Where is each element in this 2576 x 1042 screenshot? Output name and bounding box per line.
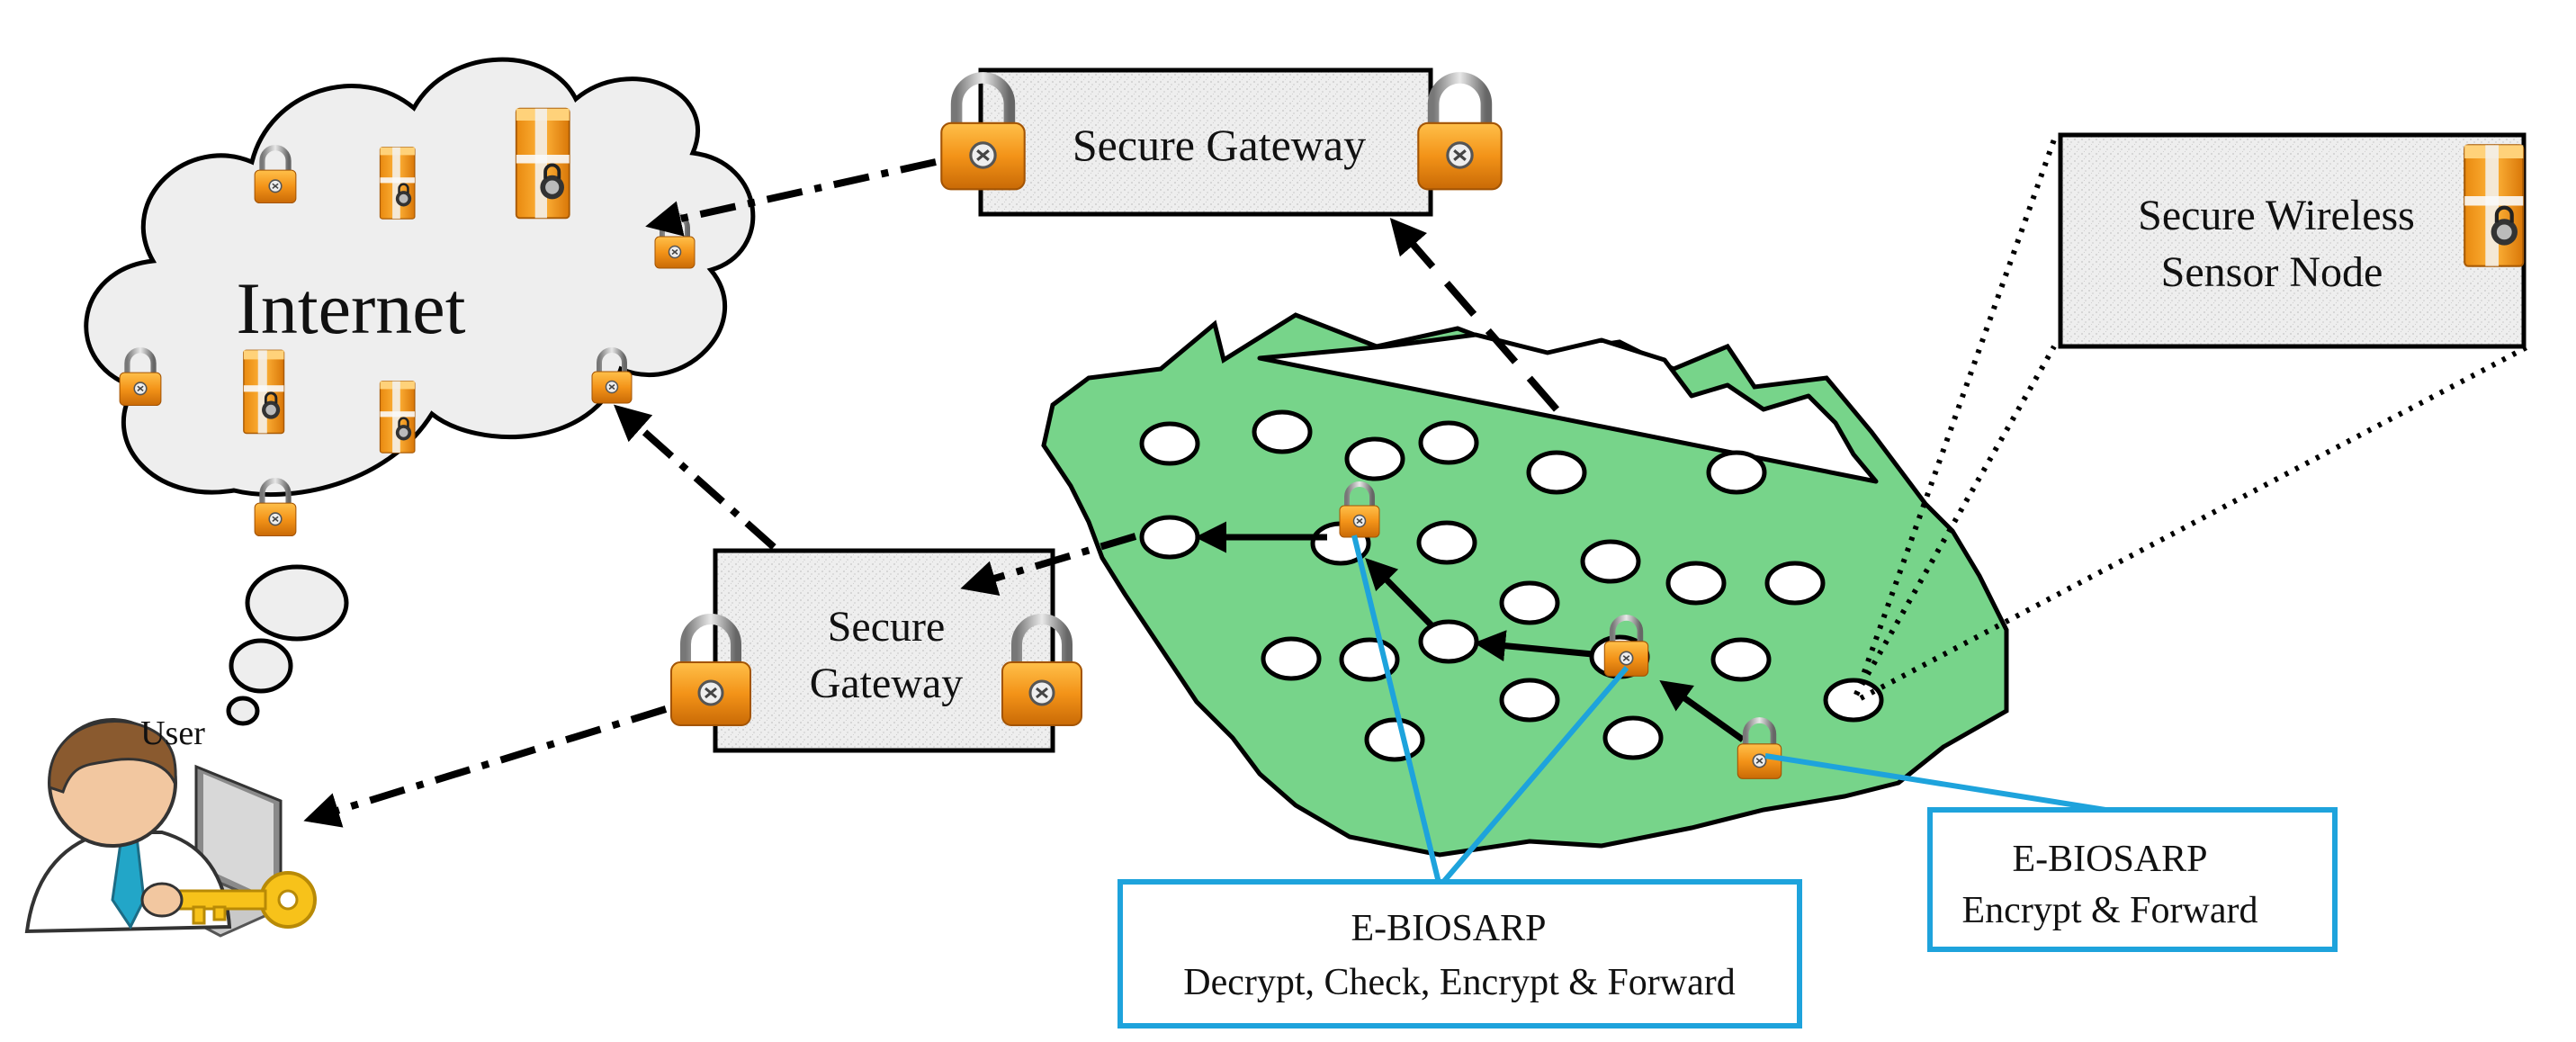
sensor-field-void	[1257, 332, 1879, 484]
sensor-callout-zoom-lines	[1853, 138, 2530, 701]
key-icon	[140, 871, 317, 929]
sensor-nodes	[1139, 409, 1884, 762]
sensor-node	[1706, 450, 1767, 495]
sensor-callout-line2: Sensor Node	[2161, 248, 2383, 296]
padlock-icon	[1418, 77, 1501, 189]
padlock-icon	[671, 619, 750, 725]
dashed-arrow-to-top-gateway	[1389, 217, 1560, 412]
user-label: User	[140, 714, 205, 752]
sensor-node	[1139, 421, 1200, 466]
server-lock-icon	[379, 380, 417, 454]
server-lock-icon	[514, 106, 571, 220]
sensor-node	[1602, 715, 1664, 760]
sensor-node	[1499, 678, 1560, 723]
sensor-node	[1823, 678, 1884, 723]
protocol-box-center: E-BIOSARP Decrypt, Check, Encrypt & Forw…	[1117, 879, 1802, 1029]
sensor-callout-line1: Secure Wireless	[2138, 192, 2415, 239]
sensor-node	[1665, 561, 1727, 606]
sensor-node	[1580, 539, 1641, 584]
sensor-node	[1252, 409, 1313, 454]
secure-gateway-left-line2: Gateway	[810, 660, 964, 707]
sensor-node	[1710, 637, 1772, 682]
sensor-node	[1344, 436, 1405, 481]
sensor-node	[1261, 636, 1322, 681]
internet-cloud: Internet	[84, 57, 756, 726]
protocol-box-right-line2: Encrypt & Forward	[1962, 890, 2258, 931]
sensor-node	[1139, 515, 1200, 560]
sensor-node	[1418, 420, 1479, 465]
secure-gateway-top: Secure Gateway	[978, 67, 1433, 217]
protocol-box-center-line2: Decrypt, Check, Encrypt & Forward	[1183, 962, 1736, 1003]
protocol-box-center-line1: E-BIOSARP	[1351, 908, 1546, 949]
secure-sensor-node-callout: Secure Wireless Sensor Node	[2058, 132, 2527, 349]
user-laptop-icon	[24, 718, 284, 938]
sensor-node	[1364, 717, 1425, 762]
sensor-node	[1526, 450, 1587, 495]
sensor-node	[1764, 561, 1826, 606]
sensor-node	[1416, 520, 1477, 565]
internet-label: Internet	[237, 267, 466, 349]
server-lock-icon	[379, 146, 417, 220]
secure-gateway-top-label: Secure Gateway	[1073, 120, 1366, 170]
secure-gateway-left-line1: Secure	[828, 603, 946, 651]
secure-gateway-left: Secure Gateway	[713, 548, 1055, 753]
protocol-connectors	[1351, 534, 2106, 888]
routing-arrows	[1195, 521, 1746, 742]
dashdot-arrows	[303, 158, 1137, 828]
sensor-node	[1418, 619, 1479, 664]
protocol-box-right-line1: E-BIOSARP	[2012, 839, 2207, 880]
sensor-node	[1499, 580, 1560, 625]
server-lock-icon	[242, 348, 285, 435]
protocol-box-right: E-BIOSARP Encrypt & Forward	[1927, 807, 2338, 952]
server-lock-icon	[2464, 145, 2523, 265]
